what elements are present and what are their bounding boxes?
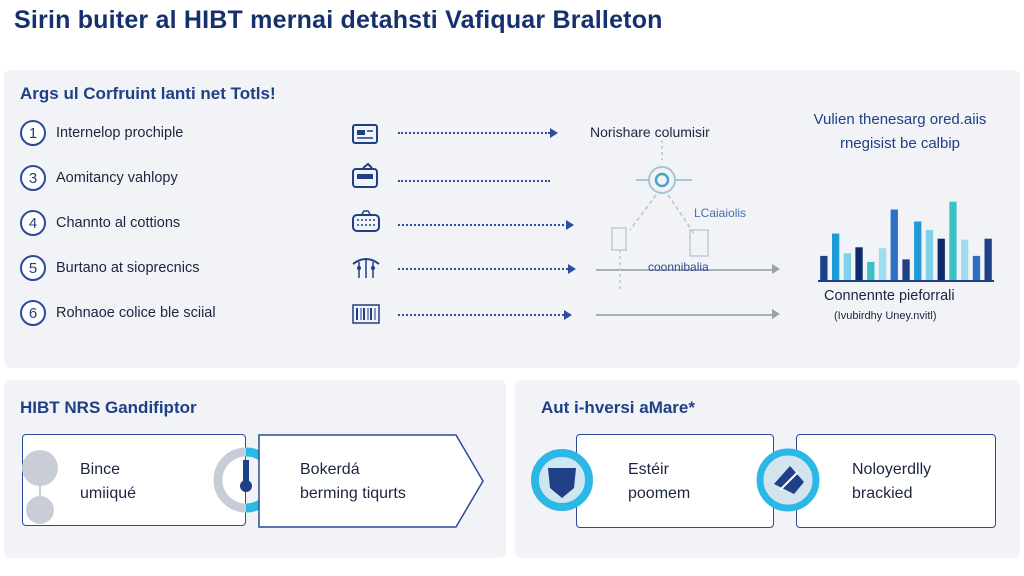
step-number: 6 [20,300,46,326]
keyboard-icon [352,210,380,232]
chart-bar [972,255,981,280]
step-label: Rohnaoe colice ble sciial [56,305,216,321]
flow-connector [398,132,550,134]
chart-footer-sub: (Ivubirdhy Uney.nvitl) [834,310,937,322]
process-panel [4,70,1020,368]
arrow-right-icon [564,310,572,320]
arrow-right-icon [566,220,574,230]
page-title: Sirin buiter al HIBT mernai detahsti Vaf… [14,6,663,34]
step-number: 5 [20,255,46,281]
chart-caption: Vulien thenesarg ored.aiis rnegisist be … [813,111,987,152]
market-heading: Aut i-hversi aMare* [541,398,695,417]
info-card [796,434,996,528]
card-line: umiiqué [80,485,137,502]
flow-label: LCaiaiolis [694,206,747,220]
chevron-card [258,434,484,528]
chart-bar [961,239,969,280]
step-item: 4 Channto al cottions [20,208,180,238]
arrow-right-icon [550,128,558,138]
chart-bar [925,230,934,280]
info-card [22,434,246,526]
output-connector [596,314,772,316]
step-item: 1 Internelop prochiple [20,118,183,148]
step-number: 1 [20,120,46,146]
chart-bar [937,238,945,280]
step-item: 6 Rohnaoe colice ble sciial [20,298,216,328]
step-item: 5 Burtano at sioprecnics [20,253,199,283]
step-label: Internelop prochiple [56,125,184,141]
card-line: Bince [80,461,121,478]
chart-bar [902,259,910,280]
flow-connector [398,180,550,182]
cloud-icon [22,450,58,524]
process-heading: Args ul Corfruint lanti net Totls! [20,84,276,103]
card-line: brackied [852,485,913,502]
network-icon [352,258,380,278]
chart-bar [890,209,898,280]
step-number: 4 [20,210,46,236]
card-line: poomem [628,485,691,502]
flow-connector [398,268,568,270]
step-label: Aomitancy vahlopy [56,170,178,186]
arrow-right-icon [568,264,576,274]
card-line: berming tiqurts [300,485,406,502]
chart-bar [914,221,922,280]
info-card [576,434,774,528]
card-line: Estéir [628,461,669,478]
flow-label: coonnibalia [648,260,709,274]
bar-chart [818,201,994,282]
card-line: Bokerdá [300,461,360,478]
step-label: Channto al cottions [56,215,181,231]
barcode-icon [352,304,380,324]
arrow-right-icon [772,309,780,319]
inbox-icon [352,162,378,188]
step-item: 3 Aomitancy vahlopy [20,163,178,193]
chart-bar [867,261,875,280]
hub-diagram [611,140,709,290]
generator-heading: HIBT NRS Gandifiptor [20,398,197,417]
tag-icon [756,448,820,512]
chart-bar [843,253,851,280]
shield-icon [531,449,593,511]
step-label: Burtano at sioprecnics [56,260,200,276]
chart-bar [855,247,863,280]
document-icon [352,124,378,144]
chart-bar [949,201,957,280]
flow-connector [398,314,564,316]
card-line: Noloyerdlly [852,461,932,478]
step-number: 3 [20,165,46,191]
chart-bar [820,255,828,280]
arrow-right-icon [772,264,780,274]
output-connector [596,269,772,271]
flow-label: Norishare columisir [590,124,710,140]
chart-bar [878,248,887,280]
chart-footer: Connennte pieforrali [824,288,955,304]
chart-bar [832,233,840,280]
chart-bar [984,238,992,280]
flow-connector [398,224,568,226]
